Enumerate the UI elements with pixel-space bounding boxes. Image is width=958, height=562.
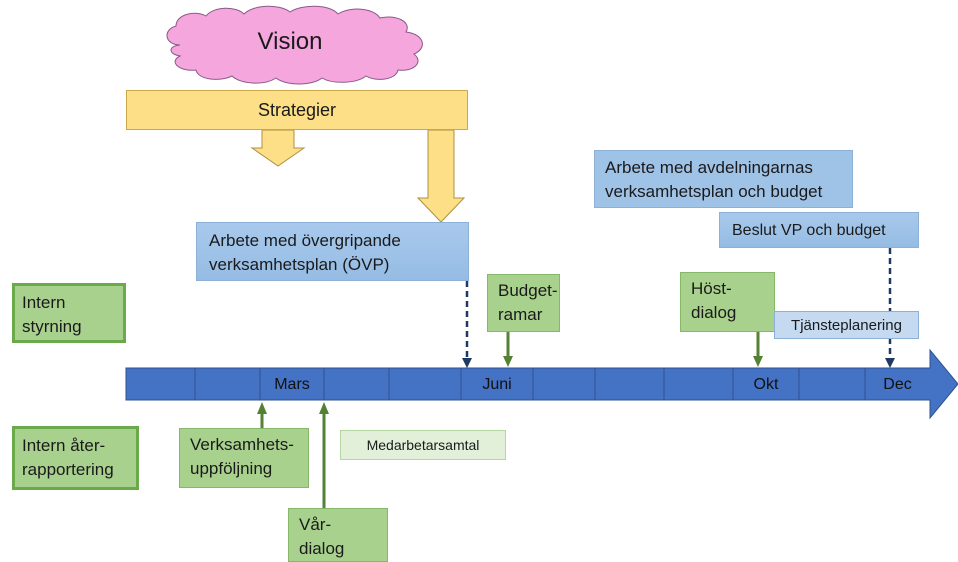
ovp-box: Arbete med övergripande verksamhetsplan … <box>196 222 469 281</box>
budget-frames-line1: Budget- <box>498 281 558 300</box>
ovp-line1: Arbete med övergripande <box>209 231 401 250</box>
employee-talk-box: Medarbetarsamtal <box>340 430 506 460</box>
dept-line2: verksamhetsplan och budget <box>605 182 823 201</box>
internal-control-line2: styrning <box>22 317 82 336</box>
month-dec: Dec <box>883 376 912 393</box>
spring-dialog-line1: Vår- <box>299 515 332 534</box>
month-mars: Mars <box>274 376 310 393</box>
timeline-dividers <box>194 368 866 400</box>
strategy-box: Strategier <box>126 90 468 130</box>
spring-dialog-arrow <box>319 402 329 508</box>
internal-report-line2: rapportering <box>22 460 114 479</box>
business-followup-line1: Verksamhets- <box>190 435 294 454</box>
budget-frames-box: Budget- ramar <box>487 274 560 332</box>
spring-dialog-line2: dialog <box>299 539 345 558</box>
decision-dashed-arrow <box>885 248 895 368</box>
business-followup-line2: uppföljning <box>190 459 273 478</box>
timeline-bar <box>125 348 958 420</box>
business-followup-box: Verksamhets- uppföljning <box>179 428 309 488</box>
followup-arrow <box>257 402 267 428</box>
ovp-line2: verksamhetsplan (ÖVP) <box>209 255 390 274</box>
vision-label: Vision <box>257 28 323 55</box>
autumn-dialog-line1: Höst- <box>691 279 732 298</box>
vision-cloud <box>166 5 423 85</box>
strategy-arrow-small <box>250 129 306 167</box>
decision-box: Beslut VP och budget <box>719 212 919 248</box>
internal-report-line1: Intern åter- <box>22 436 106 455</box>
internal-control-line1: Intern <box>22 293 66 312</box>
ovp-dashed-arrow <box>462 281 472 368</box>
budget-frames-line2: ramar <box>498 305 543 324</box>
autumn-dialog-line2: dialog <box>691 303 737 322</box>
autumn-dialog-box: Höst- dialog <box>680 272 775 332</box>
strategy-arrow-large <box>416 129 466 223</box>
dept-line1: Arbete med avdelningarnas <box>605 158 813 177</box>
autumn-dialog-arrow <box>753 332 763 367</box>
service-planning-box: Tjänsteplanering <box>774 311 919 339</box>
internal-report-box: Intern åter- rapportering <box>12 426 139 490</box>
dept-plan-box: Arbete med avdelningarnas verksamhetspla… <box>594 150 853 208</box>
budget-frames-arrow <box>503 332 513 367</box>
internal-control-box: Intern styrning <box>12 283 126 343</box>
month-okt: Okt <box>753 376 779 393</box>
month-juni: Juni <box>482 376 512 393</box>
spring-dialog-box: Vår- dialog <box>288 508 388 562</box>
